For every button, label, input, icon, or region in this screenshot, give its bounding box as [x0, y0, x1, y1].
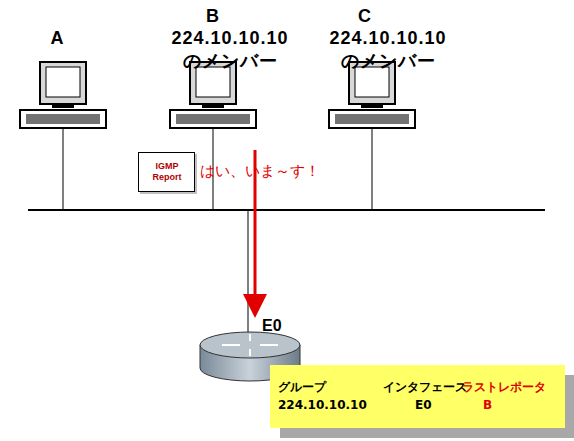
drop-wire	[63, 128, 64, 210]
pc-node: A	[20, 5, 110, 150]
group-table: グループ インタフェースラストレポータ 224.10.10.10 E0 B	[270, 365, 565, 428]
pc-name: A	[20, 27, 95, 50]
pc-node: B224.10.10.10 のメンバー	[160, 5, 300, 150]
table-cell: 224.10.10.10	[278, 398, 367, 413]
reply-callout: はい、いま～す！	[200, 162, 320, 181]
table-header: ラストレポータ	[462, 380, 546, 395]
packet-label: IGMP Report	[145, 161, 189, 183]
pc-icon	[329, 62, 415, 128]
igmp-packet-box: IGMP Report	[138, 152, 195, 192]
pc-icon	[170, 62, 256, 128]
pc-icon	[20, 62, 106, 128]
table-cell: E0	[415, 398, 432, 413]
group-member-label: 224.10.10.10 のメンバー	[318, 27, 458, 73]
interface-label: E0	[262, 314, 282, 337]
lan-bus	[28, 209, 545, 211]
drop-wire	[372, 128, 373, 210]
pc-name: B	[160, 5, 266, 28]
pc-node: C224.10.10.10 のメンバー	[318, 5, 458, 150]
router-wire	[248, 210, 249, 335]
pc-name: C	[318, 5, 412, 28]
table-cell: B	[483, 398, 492, 413]
table-header: インタフェース	[383, 380, 467, 395]
group-member-label: 224.10.10.10 のメンバー	[160, 27, 300, 73]
table-header: グループ	[278, 380, 326, 395]
